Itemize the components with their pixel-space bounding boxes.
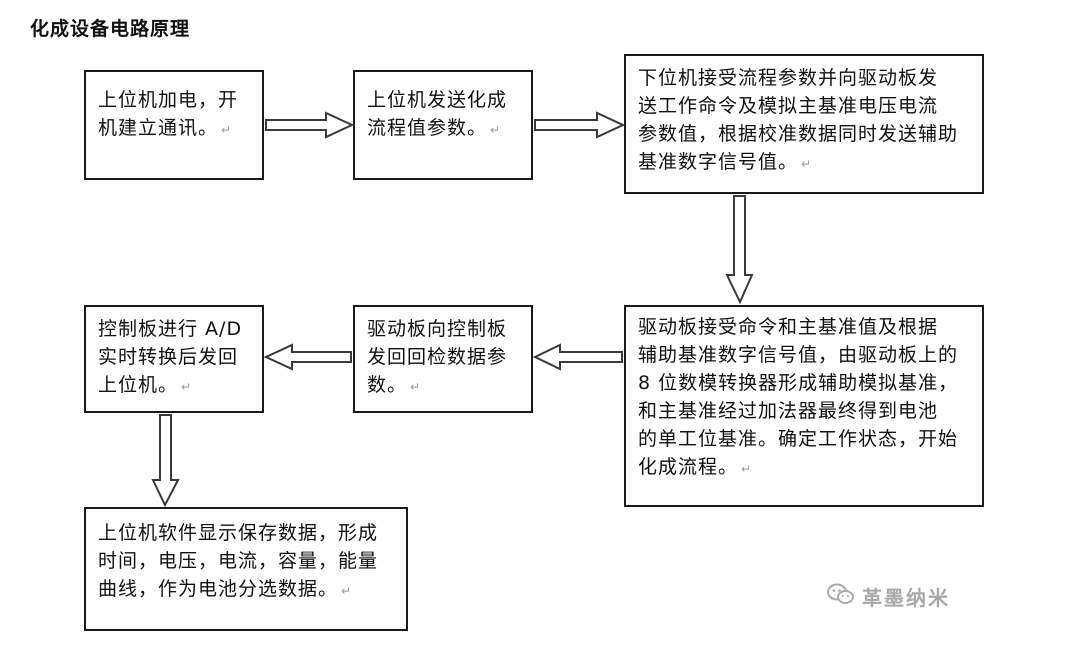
- step-receive-params-text: 下位机接受流程参数并向驱动板发 送工作命令及模拟主基准电压电流 参数值，根据校准…: [638, 67, 959, 173]
- watermark-text: 革墨纳米: [862, 586, 950, 610]
- return-mark-icon: ↵: [181, 380, 192, 394]
- step-feedback-box: 驱动板向控制板 发回回检数据参 数。↵: [353, 305, 533, 413]
- arrow-left-1: [532, 343, 623, 371]
- arrow-down-2: [151, 414, 180, 508]
- step-driver-board-box: 驱动板接受命令和主基准值及根据 辅助基准数字信号值，由驱动板上的 8 位数模转换…: [624, 305, 984, 507]
- return-mark-icon: ↵: [741, 462, 752, 476]
- step-power-on-text: 上位机加电，开 机建立通讯。: [98, 89, 239, 139]
- return-mark-icon: ↵: [490, 123, 501, 137]
- arrow-down-1: [725, 195, 754, 305]
- step-feedback-text: 驱动板向控制板 发回回检数据参 数。: [367, 318, 508, 396]
- arrow-left-2: [263, 343, 352, 371]
- return-mark-icon: ↵: [341, 584, 352, 598]
- return-mark-icon: ↵: [221, 123, 232, 137]
- watermark: 革墨纳米: [826, 582, 950, 611]
- step-software-box: 上位机软件显示保存数据，形成 时间，电压，电流，容量，能量 曲线，作为电池分选数…: [84, 507, 408, 631]
- arrow-right-2: [534, 111, 626, 139]
- step-send-params-text: 上位机发送化成 流程值参数。: [367, 89, 508, 139]
- step-ad-convert-box: 控制板进行 A/D 实时转换后发回 上位机。↵: [84, 305, 264, 413]
- step-receive-params-box: 下位机接受流程参数并向驱动板发 送工作命令及模拟主基准电压电流 参数值，根据校准…: [624, 54, 984, 194]
- step-software-text: 上位机软件显示保存数据，形成 时间，电压，电流，容量，能量 曲线，作为电池分选数…: [98, 522, 379, 600]
- step-power-on-box: 上位机加电，开 机建立通讯。↵: [84, 70, 264, 180]
- arrow-right-1: [265, 111, 355, 139]
- step-ad-convert-text: 控制板进行 A/D 实时转换后发回 上位机。: [98, 318, 243, 396]
- return-mark-icon: ↵: [801, 157, 812, 171]
- step-driver-board-text: 驱动板接受命令和主基准值及根据 辅助基准数字信号值，由驱动板上的 8 位数模转换…: [638, 316, 959, 478]
- return-mark-icon: ↵: [410, 380, 421, 394]
- page-title: 化成设备电路原理: [30, 18, 191, 40]
- wechat-icon: [826, 582, 856, 611]
